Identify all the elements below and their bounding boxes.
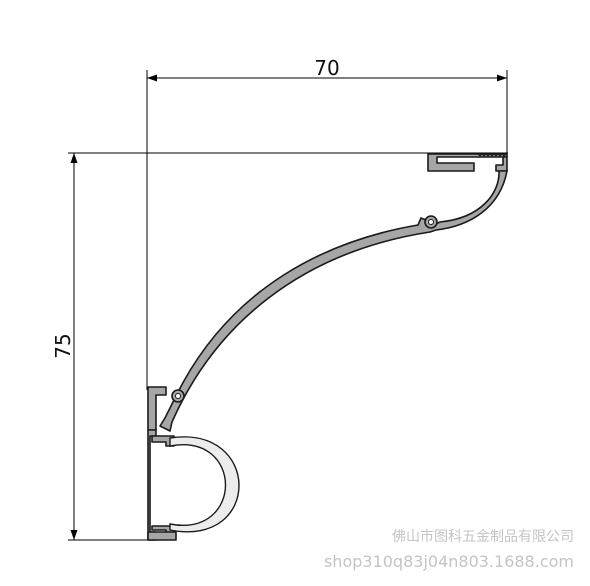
- clip-teeth: [477, 153, 507, 157]
- watermark: 佛山市图科五金制品有限公司 shop310q83j04n803.1688.com: [324, 528, 574, 571]
- lower-hook-hole: [175, 393, 181, 399]
- right-bracket-wall: [495, 156, 508, 172]
- watermark-company: 佛山市图科五金制品有限公司: [392, 528, 574, 545]
- diffuser-cover: [169, 436, 240, 533]
- width-dimension-label: 70: [314, 56, 339, 80]
- height-dimension-label: 75: [51, 333, 75, 358]
- upper-hook-hole: [428, 219, 434, 225]
- led-channel-wall: [147, 429, 157, 541]
- height-dimension: 75: [51, 152, 508, 541]
- bottom-flange: [147, 531, 177, 541]
- top-mounting-clip: [427, 153, 508, 172]
- upper-diffuser-clip: [151, 435, 175, 447]
- watermark-url: shop310q83j04n803.1688.com: [324, 552, 574, 571]
- aluminum-profile: [147, 153, 508, 541]
- main-arc-body: [159, 170, 508, 432]
- width-dimension: 70: [146, 56, 508, 390]
